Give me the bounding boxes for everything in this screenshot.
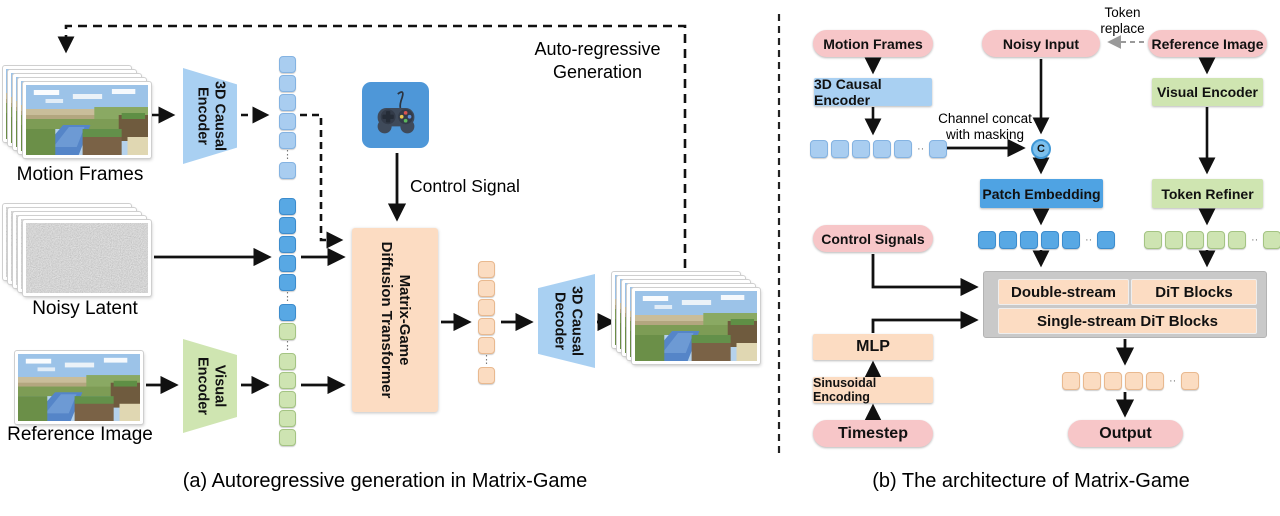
box-sinusoidal-encoding: Sinusoidal Encoding xyxy=(813,376,933,404)
generated-frames-stack xyxy=(612,272,762,368)
motion-frames-label: Motion Frames xyxy=(16,164,144,185)
box-token-refiner: Token Refiner xyxy=(1152,179,1263,208)
pill-timestep: Timestep xyxy=(813,420,933,447)
latent-token-column: ⋮ ⋮ xyxy=(279,198,296,446)
box-mlp: MLP xyxy=(813,334,933,360)
output-token-row: ·· xyxy=(1062,372,1200,390)
pill-reference-image: Reference Image xyxy=(1148,30,1267,57)
caption-panel-a: (a) Autoregressive generation in Matrix-… xyxy=(182,470,588,492)
generated-frame xyxy=(632,288,760,364)
channel-concat-label: Channel concat with masking xyxy=(938,111,1032,142)
pill-motion-frames: Motion Frames xyxy=(813,30,933,57)
noisy-latent-label: Noisy Latent xyxy=(32,298,138,319)
dit-blocks-container: Double-stream DiT Blocks Single-stream D… xyxy=(983,271,1267,338)
3d-causal-encoder-trapezoid: 3D Causal Encoder xyxy=(183,68,237,164)
box-patch-embedding: Patch Embedding xyxy=(980,179,1103,208)
reference-image-label: Reference Image xyxy=(7,424,153,445)
motion-frame xyxy=(23,82,151,158)
box-3d-causal-encoder: 3D Causal Encoder xyxy=(814,76,932,108)
autoregressive-generation-label: Auto-regressive Generation xyxy=(534,39,661,82)
box-visual-encoder: Visual Encoder xyxy=(1152,78,1263,106)
token-replace-label: Token replace xyxy=(1100,5,1145,36)
matrix-game-dit-box: Matrix-Game Diffusion Transformer xyxy=(352,228,438,412)
pill-noisy-input: Noisy Input xyxy=(982,30,1100,57)
visual-encoder-trapezoid: Visual Encoder xyxy=(183,339,237,433)
noise-frame xyxy=(23,220,151,296)
reference-token-row: ·· xyxy=(1144,231,1280,249)
box-double-stream: Double-stream xyxy=(998,279,1129,305)
control-signal-label: Control Signal xyxy=(410,176,520,196)
box-single-stream: Single-stream DiT Blocks xyxy=(998,308,1257,334)
3d-causal-decoder-trapezoid: 3D Causal Decoder xyxy=(538,274,595,368)
concat-node: C xyxy=(1031,139,1051,159)
caption-panel-b: (b) The architecture of Matrix-Game xyxy=(872,470,1190,492)
motion-token-row: ·· xyxy=(810,140,948,158)
latent-token-row: ·· xyxy=(978,231,1116,249)
box-dit-blocks: DiT Blocks xyxy=(1131,279,1257,305)
pill-output: Output xyxy=(1068,420,1183,447)
output-token-column: ⋮ xyxy=(478,261,495,384)
motion-frames-stack xyxy=(3,66,153,162)
pill-control-signals: Control Signals xyxy=(813,225,933,252)
noisy-latent-stack xyxy=(3,204,153,300)
game-controller-icon xyxy=(362,82,429,148)
motion-token-column: ⋮ xyxy=(279,56,296,179)
reference-image xyxy=(15,351,143,424)
